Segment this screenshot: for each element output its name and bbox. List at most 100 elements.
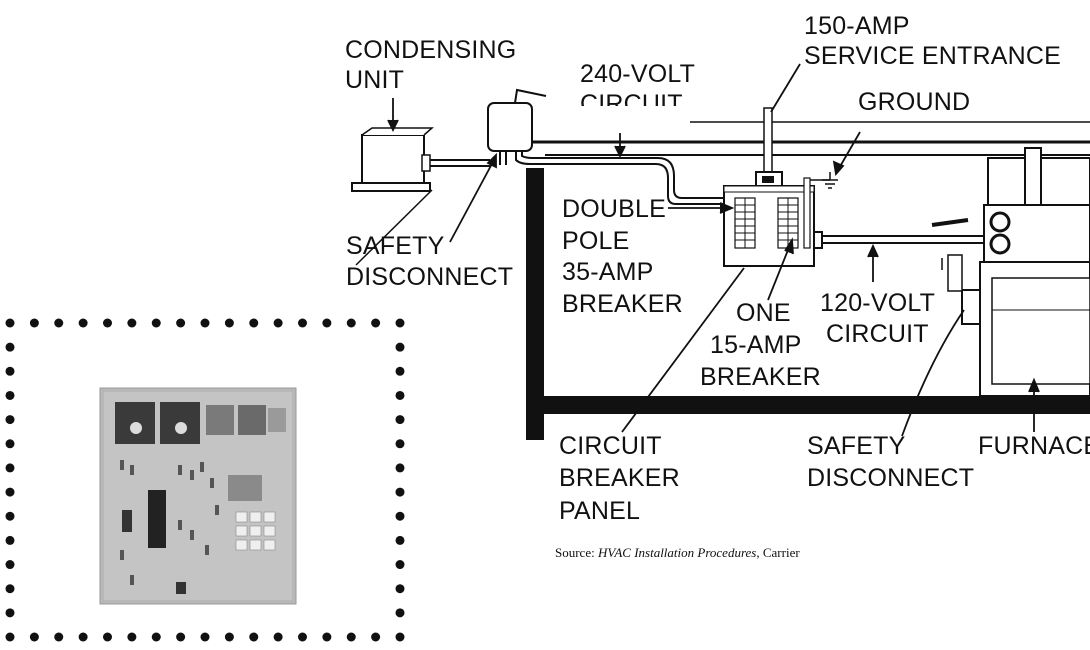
frame-dot (6, 488, 15, 497)
frame-dot (6, 584, 15, 593)
frame-dot (396, 512, 405, 521)
svg-text:FURNACE: FURNACE (978, 432, 1090, 460)
label-double-pole-35-amp-breaker: DOUBLE POLE 35-AMP BREAKER (562, 195, 683, 318)
frame-dot (322, 319, 331, 328)
frame-dot (249, 319, 258, 328)
floor-beam (526, 396, 1090, 414)
label-150-amp-service-entrance: 150-AMP SERVICE ENTRANCE (804, 12, 1061, 70)
service-entrance (756, 108, 782, 186)
frame-dot (396, 488, 405, 497)
frame-dot (103, 633, 112, 642)
frame-dot (6, 608, 15, 617)
svg-text:15-AMP: 15-AMP (710, 331, 802, 359)
frame-dot (6, 512, 15, 521)
frame-dot (347, 633, 356, 642)
frame-dot (152, 319, 161, 328)
frame-dot (79, 319, 88, 328)
frame-dot (103, 319, 112, 328)
frame-dot (201, 319, 210, 328)
label-furnace: FURNACE (978, 432, 1090, 460)
frame-dot (396, 608, 405, 617)
svg-text:120-VOLT: 120-VOLT (820, 289, 935, 317)
svg-text:240-VOLT: 240-VOLT (580, 60, 695, 88)
frame-dot (176, 319, 185, 328)
label-one-15-amp-breaker: ONE 15-AMP BREAKER (700, 299, 821, 391)
svg-text:BREAKER: BREAKER (559, 464, 680, 492)
breaker-column-left (735, 198, 755, 248)
svg-text:UNIT: UNIT (345, 66, 404, 94)
label-safety-disconnect-right: SAFETY DISCONNECT (807, 432, 974, 492)
frame-dot (54, 319, 63, 328)
frame-dot (347, 319, 356, 328)
frame-dot (249, 633, 258, 642)
svg-text:CONDENSING: CONDENSING (345, 36, 516, 64)
source-citation: Source: HVAC Installation Procedures, Ca… (555, 545, 800, 560)
frame-dot (322, 633, 331, 642)
frame-dot (6, 463, 15, 472)
frame-dot (396, 343, 405, 352)
frame-dot (127, 633, 136, 642)
label-condensing-unit: CONDENSING UNIT (345, 36, 516, 94)
frame-dot (396, 319, 405, 328)
frame-dot (274, 633, 283, 642)
svg-text:BREAKER: BREAKER (562, 290, 683, 318)
frame-dot (396, 560, 405, 569)
frame-dot (6, 633, 15, 642)
circuit-120v-conduit (814, 232, 998, 248)
svg-text:35-AMP: 35-AMP (562, 258, 654, 286)
frame-dot (6, 536, 15, 545)
svg-text:BREAKER: BREAKER (700, 363, 821, 391)
svg-text:SERVICE ENTRANCE: SERVICE ENTRANCE (804, 42, 1061, 70)
frame-dot (6, 343, 15, 352)
frame-dot (6, 367, 15, 376)
control-board-image (100, 388, 296, 604)
svg-text:SAFETY: SAFETY (807, 432, 906, 460)
frame-dot (396, 463, 405, 472)
svg-text:PANEL: PANEL (559, 497, 640, 525)
frame-dot (127, 319, 136, 328)
frame-dot (396, 415, 405, 424)
svg-text:CIRCUIT: CIRCUIT (826, 320, 929, 348)
svg-text:CIRCUIT: CIRCUIT (559, 432, 662, 460)
frame-dot (6, 560, 15, 569)
frame-dot (54, 633, 63, 642)
frame-dot (225, 319, 234, 328)
frame-dot (298, 319, 307, 328)
svg-text:DOUBLE: DOUBLE (562, 195, 666, 223)
frame-dot (225, 633, 234, 642)
label-120-volt-circuit: 120-VOLT CIRCUIT (820, 289, 935, 348)
label-safety-disconnect-left: SAFETY DISCONNECT (346, 232, 513, 291)
frame-dot (371, 319, 380, 328)
svg-text:ONE: ONE (736, 299, 791, 327)
furnace (932, 148, 1090, 396)
frame-dot (396, 536, 405, 545)
svg-text:POLE: POLE (562, 227, 630, 255)
frame-dot (6, 439, 15, 448)
frame-dot (201, 633, 210, 642)
frame-dot (6, 415, 15, 424)
frame-dot (6, 319, 15, 328)
frame-dot (176, 633, 185, 642)
frame-dot (152, 633, 161, 642)
frame-dot (396, 633, 405, 642)
frame-dot (396, 367, 405, 376)
frame-dot (371, 633, 380, 642)
svg-text:DISCONNECT: DISCONNECT (807, 464, 974, 492)
circuit-breaker-panel (724, 172, 838, 266)
frame-dot (396, 584, 405, 593)
frame-dot (274, 319, 283, 328)
frame-dot (30, 633, 39, 642)
svg-text:GROUND: GROUND (858, 88, 970, 116)
frame-dot (396, 439, 405, 448)
frame-dot (298, 633, 307, 642)
label-ground: GROUND (858, 88, 970, 116)
svg-text:SAFETY: SAFETY (346, 232, 445, 260)
breaker-column-right (778, 198, 798, 248)
svg-text:150-AMP: 150-AMP (804, 12, 910, 40)
frame-dot (30, 319, 39, 328)
frame-dot (396, 391, 405, 400)
ground-symbol (822, 180, 838, 188)
frame-dot (6, 391, 15, 400)
label-circuit-breaker-panel: CIRCUIT BREAKER PANEL (559, 432, 680, 525)
